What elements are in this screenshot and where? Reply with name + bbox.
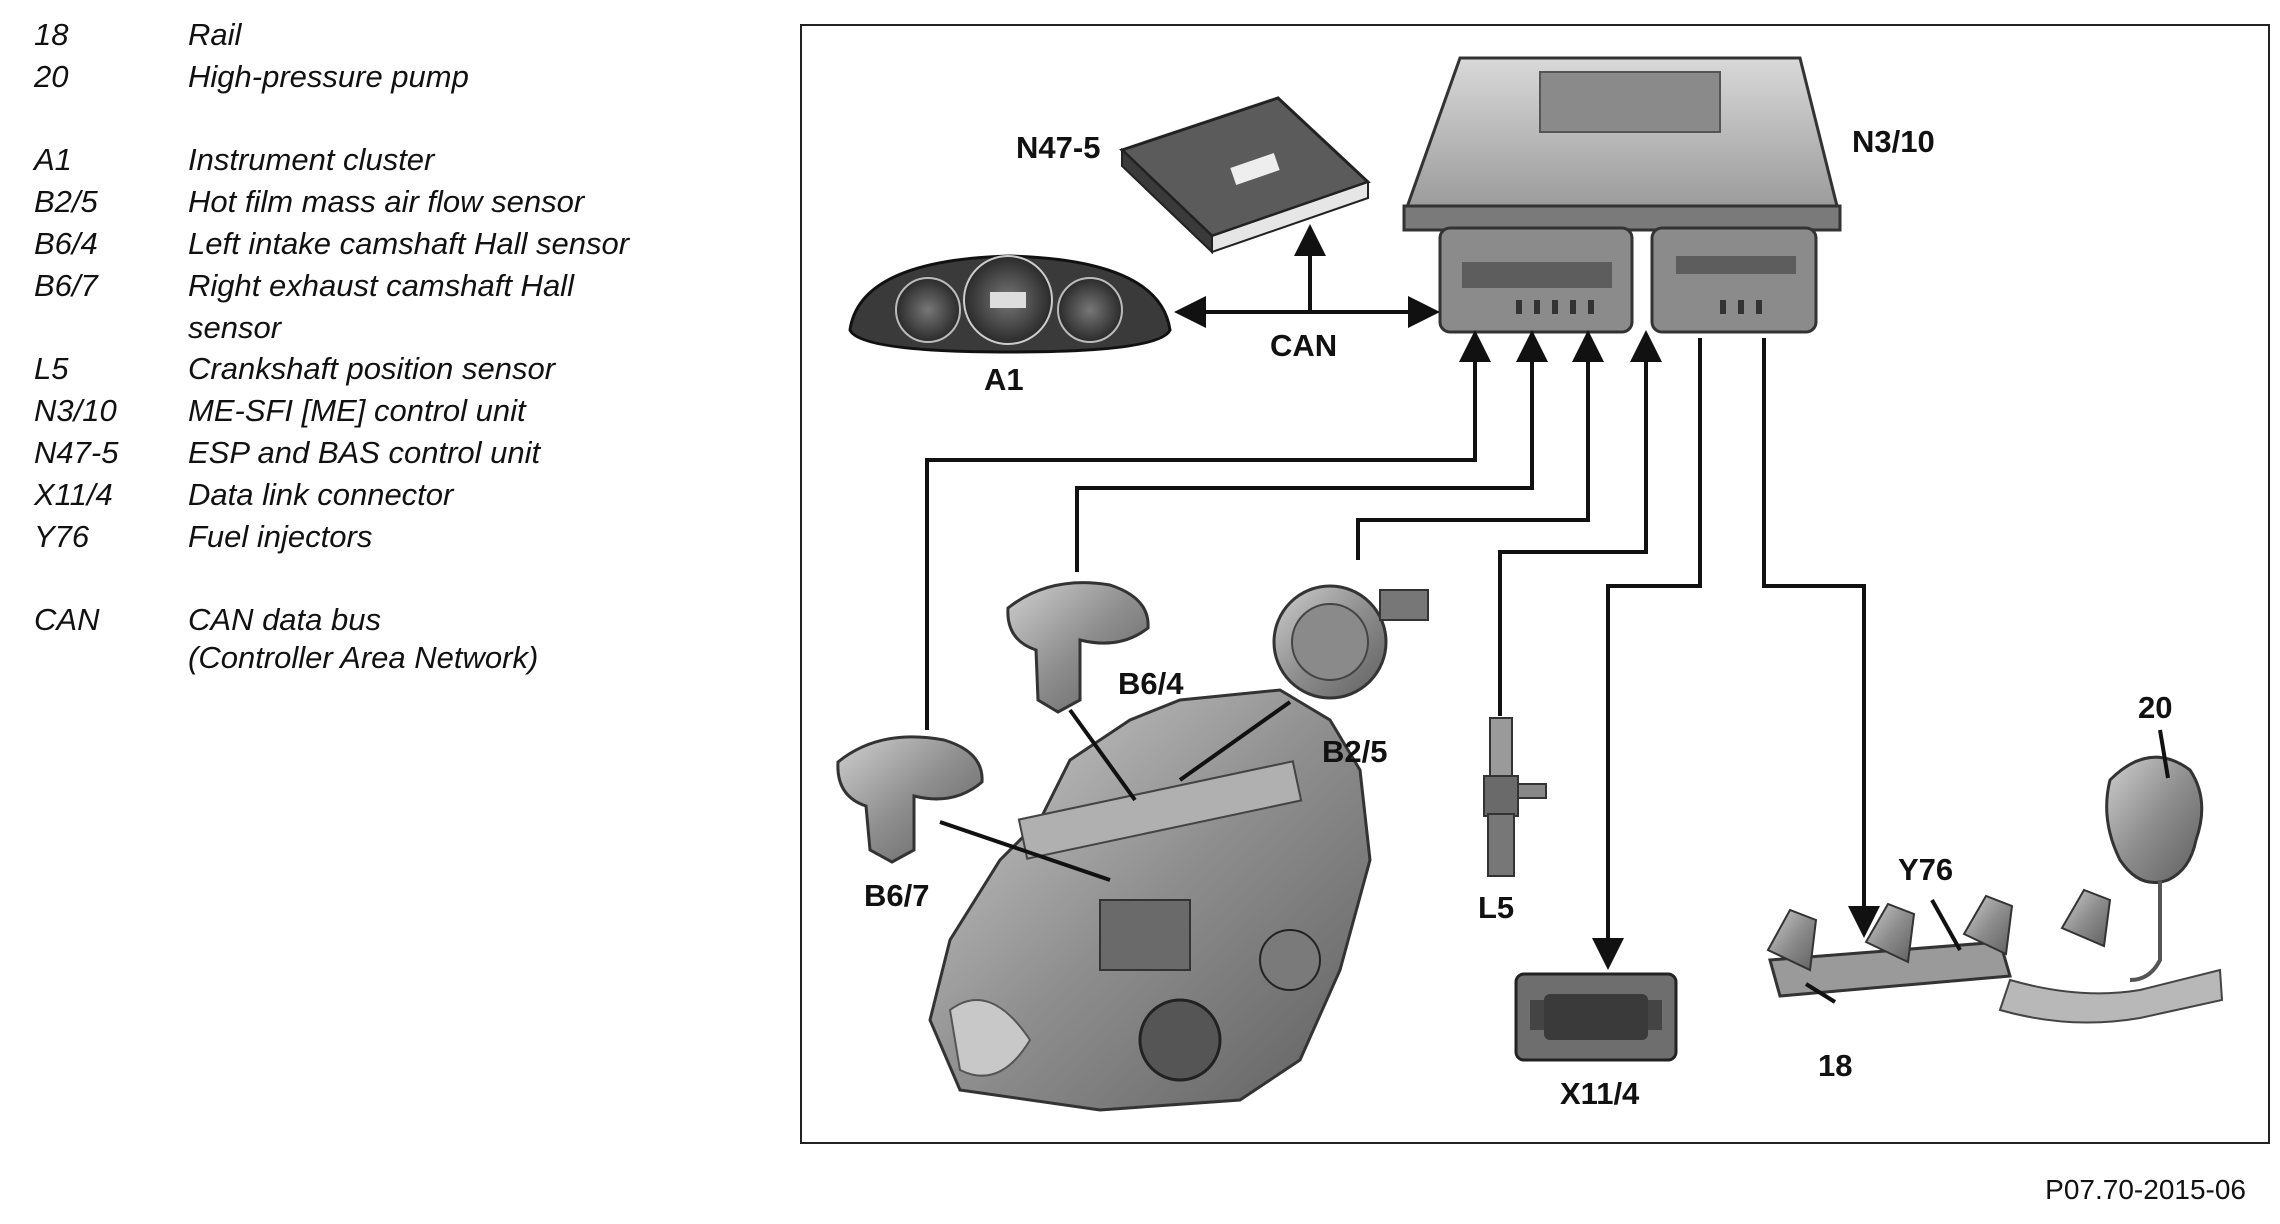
legend-code: L5 bbox=[34, 351, 69, 387]
legend-row-n47-5: N47-5 ESP and BAS control unit bbox=[34, 432, 754, 474]
label-b2-5: B2/5 bbox=[1322, 734, 1387, 769]
legend-row-can-cont: (Controller Area Network) bbox=[34, 637, 754, 675]
legend-desc-continued: (Controller Area Network) bbox=[188, 640, 539, 676]
connector-block-right bbox=[1650, 226, 1818, 334]
legend-row-y76: Y76 Fuel injectors bbox=[34, 516, 754, 558]
label-b6-7: B6/7 bbox=[864, 878, 929, 913]
legend-desc: Hot film mass air flow sensor bbox=[188, 184, 585, 220]
control-unit-n3-10 bbox=[1402, 56, 1842, 334]
legend-code: B6/7 bbox=[34, 267, 98, 303]
label-b6-4: B6/4 bbox=[1118, 666, 1184, 701]
legend-row-a1: A1 Instrument cluster bbox=[34, 139, 754, 181]
legend-row-x11-4: X11/4 Data link connector bbox=[34, 474, 754, 516]
legend-row-18: 18 Rail bbox=[34, 14, 754, 56]
legend-desc: Right exhaust camshaft Hall bbox=[188, 267, 574, 303]
leader-lines bbox=[939, 700, 2170, 1004]
label-n47-5: N47-5 bbox=[1016, 130, 1100, 165]
legend-row-b6-7-cont: sensor bbox=[34, 307, 754, 349]
legend-desc: Instrument cluster bbox=[188, 142, 435, 178]
label-20: 20 bbox=[2138, 690, 2172, 725]
legend-row-b2-5: B2/5 Hot film mass air flow sensor bbox=[34, 181, 754, 223]
camshaft-sensor-b6-4 bbox=[1006, 581, 1150, 714]
camshaft-sensor-b6-7 bbox=[836, 735, 984, 864]
legend-code: N3/10 bbox=[34, 393, 117, 429]
legend-code: Y76 bbox=[34, 518, 90, 554]
legend-code: B6/4 bbox=[34, 225, 98, 261]
legend-desc: CAN data bus bbox=[188, 602, 381, 638]
legend-desc: ESP and BAS control unit bbox=[188, 434, 541, 470]
legend-row-20: 20 High-pressure pump bbox=[34, 56, 754, 98]
legend-code: X11/4 bbox=[34, 476, 113, 512]
engine-illustration bbox=[928, 688, 1372, 1112]
legend-row-n3-10: N3/10 ME-SFI [ME] control unit bbox=[34, 390, 754, 432]
crankshaft-sensor-l5 bbox=[1483, 717, 1547, 877]
legend-desc: High-pressure pump bbox=[188, 58, 469, 94]
legend-desc: Rail bbox=[188, 17, 242, 52]
legend-desc-continued: sensor bbox=[188, 309, 282, 345]
legend-code: CAN bbox=[34, 602, 100, 638]
legend-desc: Fuel injectors bbox=[188, 518, 373, 554]
instrument-cluster-a1 bbox=[848, 254, 1172, 354]
legend-code: N47-5 bbox=[34, 434, 119, 470]
diagram-frame bbox=[800, 24, 2270, 1144]
fuel-rail-injectors-y76 bbox=[1766, 888, 2224, 1024]
label-l5: L5 bbox=[1478, 890, 1514, 925]
label-a1: A1 bbox=[984, 362, 1024, 397]
legend-desc: Crankshaft position sensor bbox=[188, 351, 556, 387]
legend-desc: Left intake camshaft Hall sensor bbox=[188, 225, 630, 261]
signal-lines bbox=[925, 224, 1880, 970]
legend-desc: Data link connector bbox=[188, 476, 454, 512]
legend-code: 18 bbox=[34, 17, 69, 52]
high-pressure-pump-20 bbox=[2105, 755, 2204, 982]
legend-code: A1 bbox=[34, 142, 72, 178]
legend-row-l5: L5 Crankshaft position sensor bbox=[34, 348, 754, 390]
legend-desc: ME-SFI [ME] control unit bbox=[188, 393, 526, 429]
label-y76: Y76 bbox=[1898, 852, 1953, 887]
data-link-connector-x11-4 bbox=[1514, 972, 1678, 1062]
legend-code: 20 bbox=[34, 58, 69, 94]
label-n3-10: N3/10 bbox=[1852, 124, 1935, 159]
legend-code: B2/5 bbox=[34, 184, 98, 220]
maf-sensor-b2-5 bbox=[1272, 584, 1429, 700]
label-can: CAN bbox=[1270, 328, 1337, 363]
label-18: 18 bbox=[1818, 1048, 1852, 1083]
component-legend: 18 Rail 20 High-pressure pump A1 Instrum… bbox=[34, 14, 754, 675]
label-x11-4: X11/4 bbox=[1560, 1076, 1640, 1111]
legend-row-can: CAN CAN data bus bbox=[34, 599, 754, 637]
figure-reference: P07.70-2015-06 bbox=[2045, 1174, 2246, 1205]
control-unit-n47-5 bbox=[1119, 96, 1371, 255]
legend-row-b6-7: B6/7 Right exhaust camshaft Hall bbox=[34, 265, 754, 307]
legend-row-b6-4: B6/4 Left intake camshaft Hall sensor bbox=[34, 223, 754, 265]
